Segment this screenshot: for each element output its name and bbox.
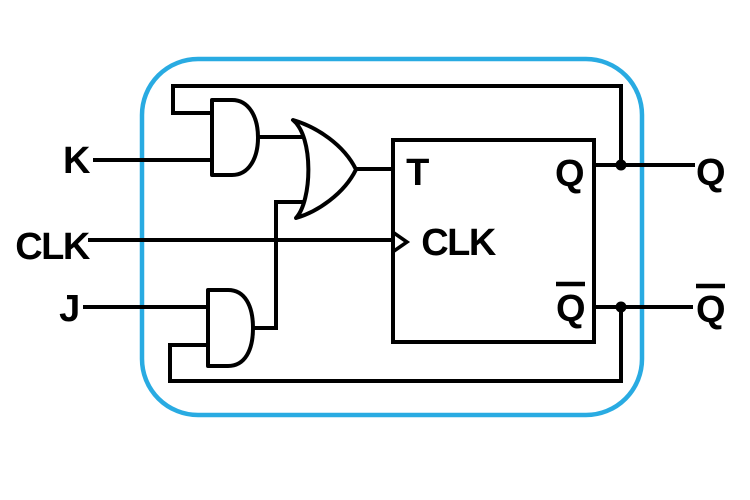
output-label-qbar: Q [696,289,724,331]
ff-pin-label-qbar: Q [556,288,584,330]
and-gate-bottom [206,288,255,368]
wire-feedback-qbar-to-and-bottom [168,305,623,383]
wire-feedback-q-to-and-top [171,84,623,167]
and-gate-top [210,98,260,177]
t-flipflop-box [391,138,596,344]
wire-and-bottom-to-or [251,200,312,330]
junction-dot-qbar [615,301,627,313]
output-label-q: Q [696,152,724,194]
enclosure-border [139,56,645,418]
input-label-j: J [59,288,79,330]
input-label-k: K [63,140,91,182]
clock-edge-chevron-icon [393,231,411,253]
junction-dot-q [615,159,627,171]
ff-pin-label-clk: CLK [421,222,497,264]
input-label-clk: CLK [15,226,91,268]
ff-pin-label-t: T [406,152,429,194]
or-gate [291,118,358,220]
ff-pin-label-q: Q [555,153,583,195]
